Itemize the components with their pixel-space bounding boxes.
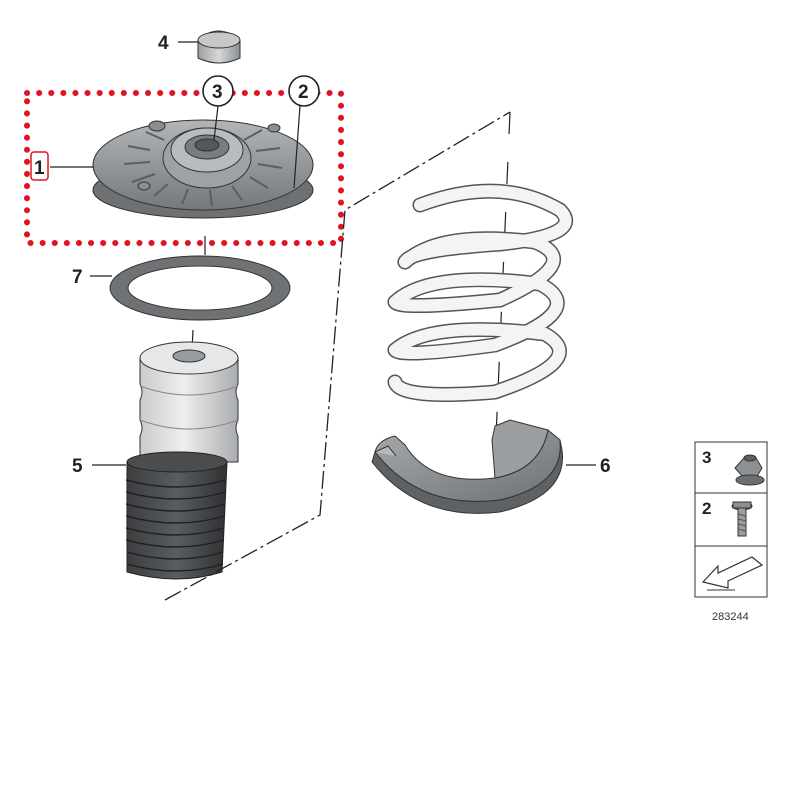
part-4-dust-cap	[197, 30, 241, 64]
arrow-icon	[701, 556, 764, 591]
center-axis-right	[494, 111, 511, 461]
callout-4: 4	[158, 33, 169, 54]
bolt-icon	[731, 501, 753, 537]
callout-1-box	[30, 151, 49, 181]
callout-2: 2	[298, 82, 309, 103]
part-1-strut-mount	[92, 119, 314, 219]
leader-line-3	[213, 105, 219, 141]
callout-1: 1	[34, 158, 45, 179]
legend-row-2-number: 2	[702, 499, 711, 518]
assembly-bracket	[164, 111, 511, 601]
part-6-spring-seat	[371, 419, 563, 514]
callout-2-circle	[288, 75, 320, 107]
parts-legend: 3 2	[694, 441, 768, 598]
highlight-box	[24, 90, 344, 246]
callout-3: 3	[212, 82, 223, 103]
callout-7: 7	[72, 267, 83, 288]
part-5-bump-stop-boot	[125, 341, 239, 580]
nut-icon	[734, 454, 765, 486]
leader-line-2	[293, 105, 301, 189]
callout-5: 5	[72, 456, 83, 477]
legend-row-1-number: 3	[702, 448, 711, 467]
callout-6: 6	[600, 456, 611, 477]
part-7-ring	[109, 255, 291, 321]
drawing-number: 283244	[712, 611, 749, 623]
coil-spring	[387, 183, 573, 402]
